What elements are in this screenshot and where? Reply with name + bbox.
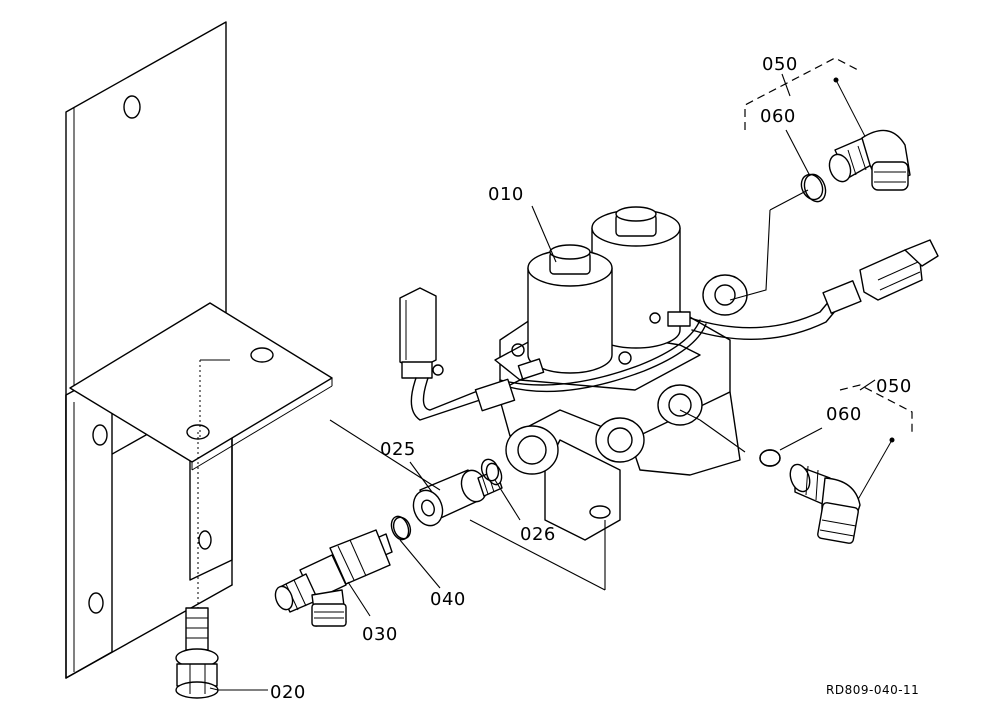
callout-label-040: 040 — [430, 589, 466, 610]
mounting-bracket — [65, 21, 333, 679]
callout-label-060-upper: 060 — [760, 106, 796, 127]
bolt-020 — [175, 359, 230, 699]
callout-label-030: 030 — [362, 624, 398, 645]
o-ring-026 — [480, 458, 500, 482]
o-ring-060-upper — [800, 173, 824, 201]
callout-label-026: 026 — [520, 524, 556, 545]
right-electrical-connector — [667, 239, 939, 341]
elbow-fitting-upper — [729, 57, 911, 301]
fitting-030 — [274, 515, 410, 627]
callout-label-025: 025 — [380, 439, 416, 460]
o-ring-040 — [392, 516, 412, 540]
o-ring-060-lower — [759, 449, 781, 467]
elbow-fitting-lower — [679, 384, 913, 544]
left-electrical-connector — [399, 287, 545, 421]
callout-label-050-upper: 050 — [762, 54, 798, 75]
callout-label-020: 020 — [270, 682, 306, 703]
callout-label-010: 010 — [488, 184, 524, 205]
callout-label-060-lower: 060 — [826, 404, 862, 425]
callout-leaders — [209, 73, 876, 691]
drawing-reference-code: RD809-040-11 — [826, 683, 919, 697]
callout-label-050-lower: 050 — [876, 376, 912, 397]
